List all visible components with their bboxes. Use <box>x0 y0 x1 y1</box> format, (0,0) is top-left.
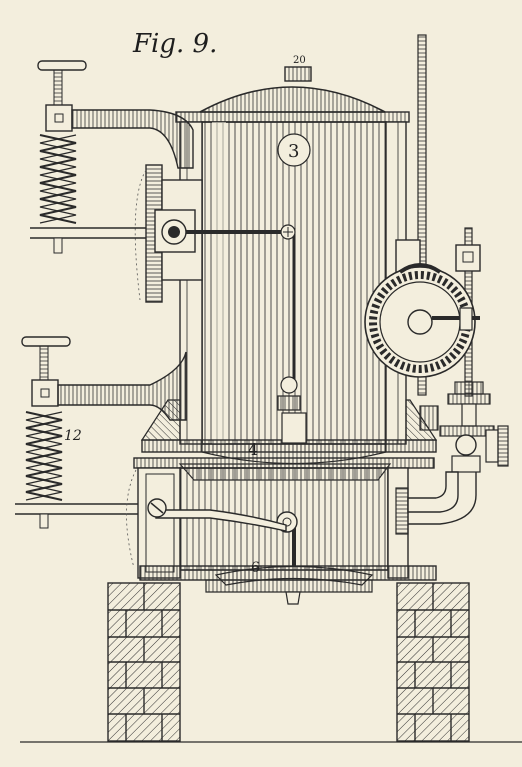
label-lower-plate: 6 <box>251 560 260 576</box>
label-spring: 12 <box>64 428 82 444</box>
label-upper-chamber: 3 <box>288 141 299 162</box>
brick-pier-right <box>396 582 470 742</box>
brick-pier-left <box>107 582 181 742</box>
lower-spring: 12 <box>15 336 187 569</box>
lower-cylinder: 6 <box>133 457 437 605</box>
figure-title: Fig. 9. <box>132 29 217 59</box>
label-mid-plate: 4 <box>248 440 258 459</box>
right-valve-pipe <box>395 381 509 535</box>
right-gear-mechanism <box>364 34 481 397</box>
upper-valve-chest <box>30 164 296 303</box>
top-cap <box>284 66 312 82</box>
upper-spring <box>37 60 194 254</box>
label-top-cap: 20 <box>293 55 306 66</box>
